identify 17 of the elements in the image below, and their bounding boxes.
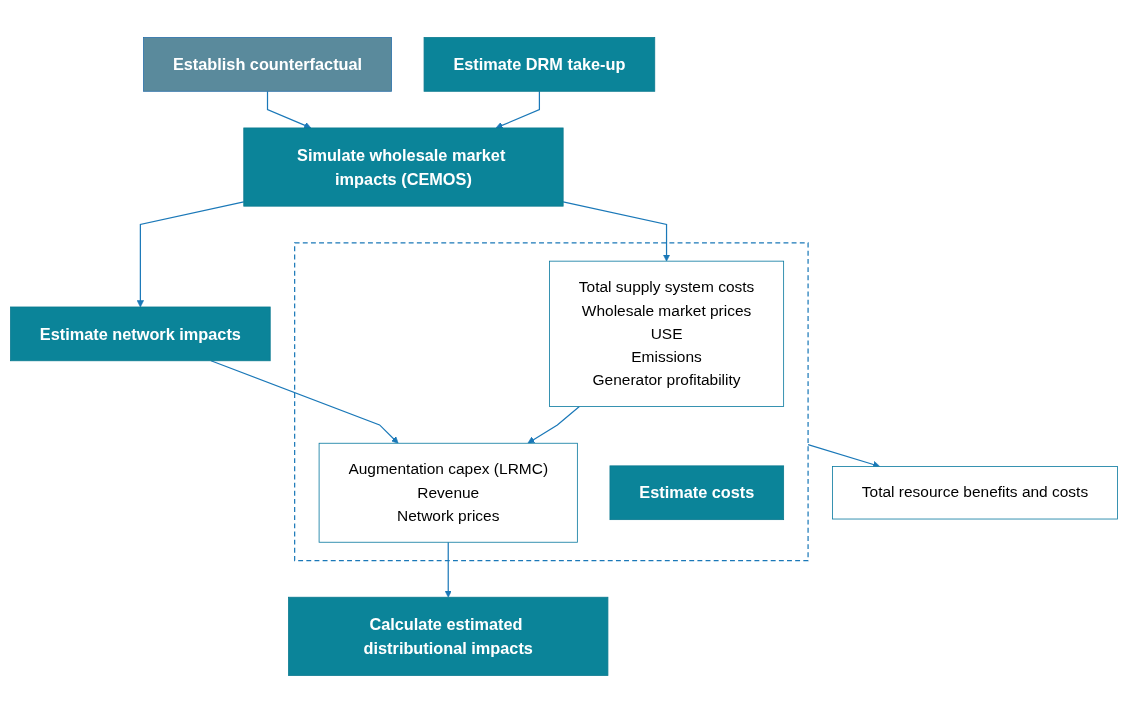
arrow — [266, 90, 312, 129]
node-box: Estimate network impacts — [10, 306, 271, 361]
node-box: Total resource benefits and costs — [832, 465, 1118, 519]
arrow — [527, 405, 580, 444]
node-box: Estimate DRM take-up — [423, 36, 656, 92]
node-box: Estimate costs — [609, 464, 785, 520]
arrow — [210, 359, 399, 444]
arrow — [136, 200, 245, 307]
node-box: Calculate estimated distributional impacts — [288, 596, 609, 676]
arrow — [562, 200, 671, 261]
cluster — [294, 241, 809, 561]
arrow — [495, 90, 540, 129]
arrow — [444, 541, 452, 598]
node-box: Establish counterfactual — [143, 36, 392, 92]
node-box: Augmentation capex (LRMC) Revenue Network prices — [318, 442, 578, 543]
node-box: Total supply system costs Wholesale market prices USE Emissions Generator profitability — [549, 260, 785, 407]
node-box: Simulate wholesale market impacts (CEMOS) — [243, 127, 564, 207]
